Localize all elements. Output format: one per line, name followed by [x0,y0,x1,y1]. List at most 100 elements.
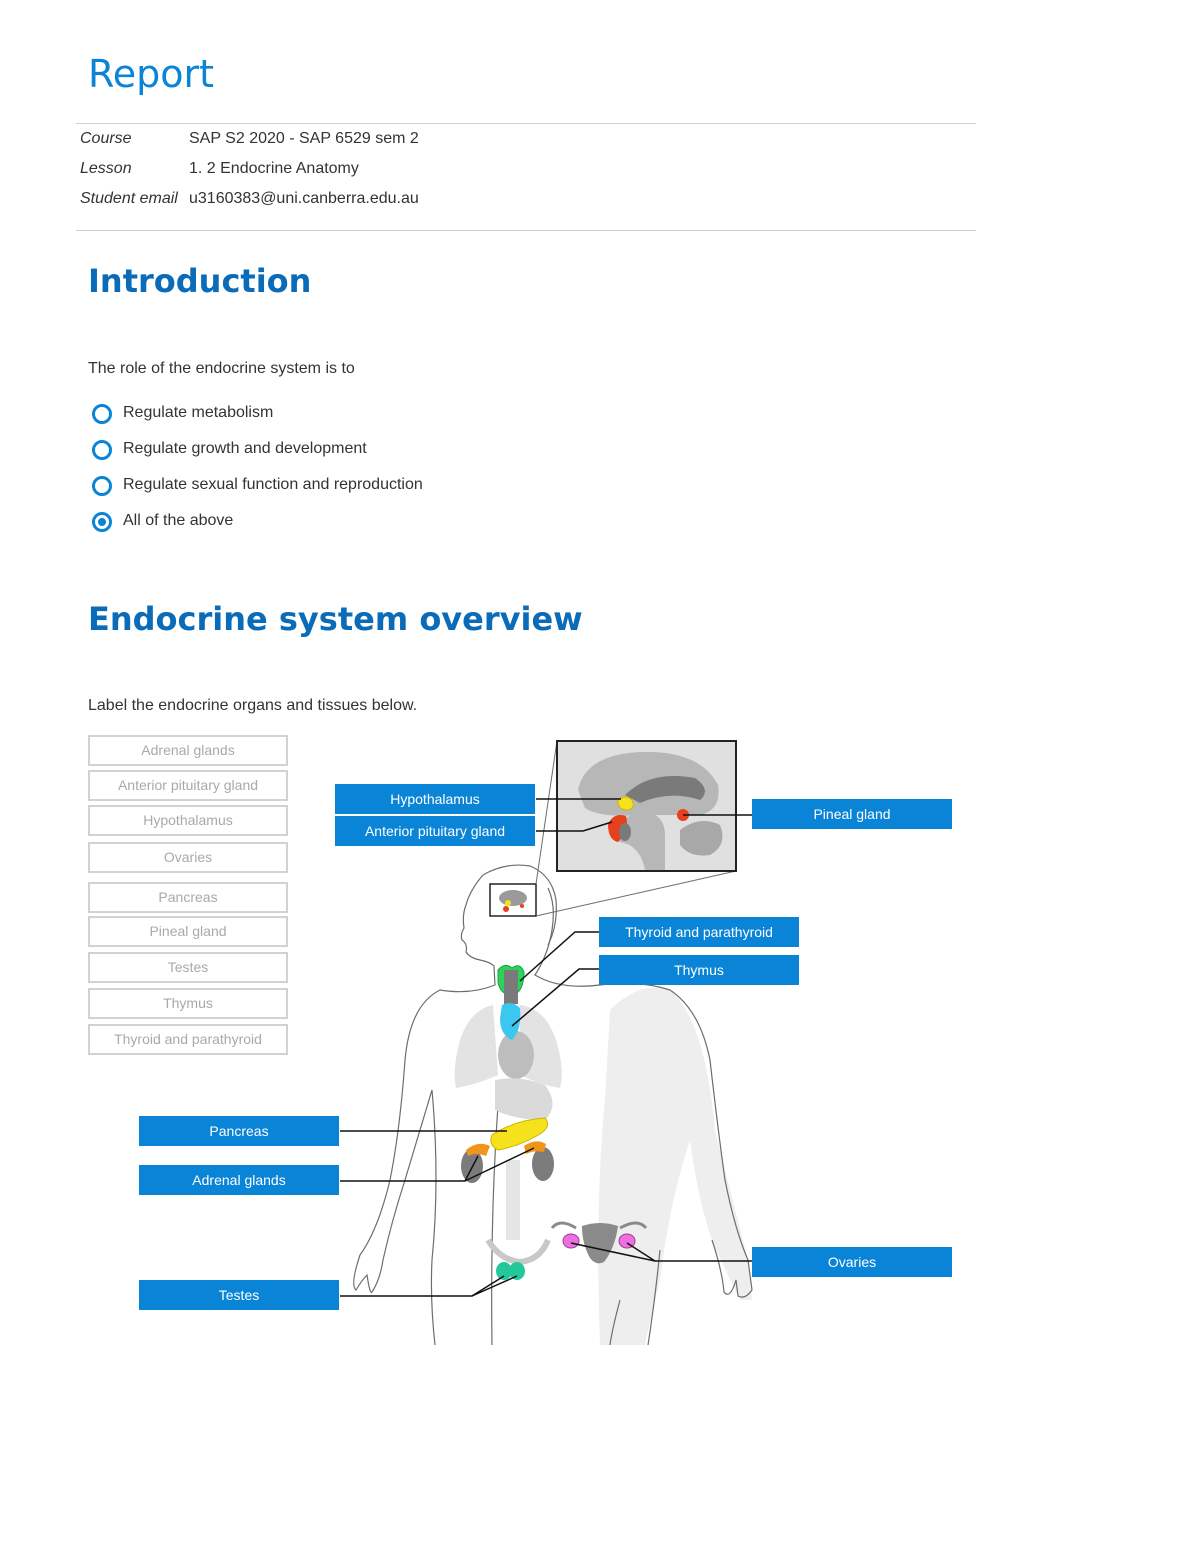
answer-option[interactable]: Regulate growth and development [92,438,423,474]
header-divider-top [76,123,976,124]
leader-testes-right [471,1275,518,1297]
overview-heading: Endocrine system overview [88,600,583,638]
course-key: Course [80,130,132,147]
pancreas-shape [490,1117,549,1151]
right-ovary [618,1233,636,1249]
liver [495,1078,553,1120]
lesson-key: Lesson [80,160,132,177]
radio-button[interactable] [92,476,112,496]
pineal-small [520,904,524,908]
course-row: Course SAP S2 2020 - SAP 6529 sem 2 [80,128,419,158]
radio-button[interactable] [92,440,112,460]
introduction-question: The role of the endocrine system is to [88,360,355,377]
label-pineal-gland[interactable]: Pineal gland [752,799,952,829]
cerebrum [578,751,719,816]
leader-thyroid [519,931,599,982]
header-divider-bottom [76,230,976,231]
pineal-shape [677,809,689,821]
right-adrenal [524,1141,546,1154]
body-outline-right [534,887,753,1298]
leader-pituitary [536,821,613,832]
report-metadata: Course SAP S2 2020 - SAP 6529 sem 2 Less… [80,128,419,218]
leader-testes-left [340,1275,505,1297]
fallopian-tubes [550,1221,648,1230]
word-bank-item[interactable]: Adrenal glands [88,735,288,766]
label-thyroid-parathyroid[interactable]: Thyroid and parathyroid [599,917,799,947]
answer-option-label: Regulate metabolism [123,404,274,421]
brain-small [499,890,527,906]
radio-button-selected[interactable] [92,512,112,532]
word-bank-item[interactable]: Thymus [88,988,288,1019]
left-adrenal [466,1143,490,1156]
thyroid-shape [497,964,525,997]
trachea [504,970,518,1004]
word-bank-item[interactable]: Thyroid and parathyroid [88,1024,288,1055]
word-bank-item[interactable]: Testes [88,952,288,983]
answer-option[interactable]: Regulate metabolism [92,402,423,438]
hypothalamus-small [505,900,511,906]
word-bank-item[interactable]: Hypothalamus [88,805,288,836]
label-testes[interactable]: Testes [139,1280,339,1310]
hypothalamus-shape [617,796,634,811]
leader-ovaries-left [570,1242,752,1262]
right-testis [509,1262,525,1280]
pituitary-stalk [619,823,631,841]
email-key: Student email [80,190,178,207]
word-bank-item[interactable]: Anterior pituitary gland [88,770,288,801]
uterus [582,1223,618,1264]
answer-option-label: Regulate sexual function and reproductio… [123,476,423,493]
leader-thymus [511,968,599,1027]
label-ovaries[interactable]: Ovaries [752,1247,952,1277]
radio-button[interactable] [92,404,112,424]
right-kidney [532,1147,554,1181]
leader-ovaries-right [626,1242,656,1262]
overview-instruction: Label the endocrine organs and tissues b… [88,697,418,714]
brain-inset-box [556,740,737,872]
body-outline-inner-leg [609,1299,621,1346]
answer-option-label: All of the above [123,512,234,529]
answer-option-label: Regulate growth and development [123,440,367,457]
answer-options: Regulate metabolism Regulate growth and … [92,402,423,546]
pituitary-small [503,906,509,912]
lesson-row: Lesson 1. 2 Endocrine Anatomy [80,158,419,188]
label-thymus[interactable]: Thymus [599,955,799,985]
left-testis [496,1262,512,1280]
email-value: u3160383@uni.canberra.edu.au [189,190,419,207]
leader-adrenal-left [340,1155,479,1182]
label-hypothalamus[interactable]: Hypothalamus [335,784,535,814]
spine [506,1160,520,1240]
left-kidney [461,1149,483,1183]
introduction-heading: Introduction [88,262,312,300]
right-lung [520,1005,562,1088]
cerebellum [680,821,723,856]
word-bank-item[interactable]: Ovaries [88,842,288,873]
thymus-shape [500,1003,521,1040]
zoom-line-top [535,740,558,885]
label-anterior-pituitary[interactable]: Anterior pituitary gland [335,816,535,846]
word-bank-item[interactable]: Pancreas [88,882,288,913]
corpus-callosum [625,776,705,803]
heart [498,1031,534,1079]
body-outline-waist [491,1079,501,1346]
head-outline [482,864,557,946]
left-ovary [562,1233,580,1249]
lesson-value: 1. 2 Endocrine Anatomy [189,160,359,177]
body-outline-leg [647,1249,661,1346]
label-adrenal-glands[interactable]: Adrenal glands [139,1165,339,1195]
report-title: Report [88,52,214,96]
body-outline-left [353,874,496,1346]
zoom-line-bottom [535,870,737,917]
course-value: SAP S2 2020 - SAP 6529 sem 2 [189,130,419,147]
brain-focus-box [489,883,537,917]
answer-option[interactable]: All of the above [92,510,423,546]
email-row: Student email u3160383@uni.canberra.edu.… [80,188,419,218]
leader-adrenal-right [464,1147,535,1182]
label-pancreas[interactable]: Pancreas [139,1116,339,1146]
left-lung [454,1005,498,1088]
word-bank-item[interactable]: Pineal gland [88,916,288,947]
brainstem [612,811,665,870]
body-shade [598,987,752,1345]
pituitary-shape [608,815,627,842]
answer-option[interactable]: Regulate sexual function and reproductio… [92,474,423,510]
pelvis [485,1238,551,1266]
